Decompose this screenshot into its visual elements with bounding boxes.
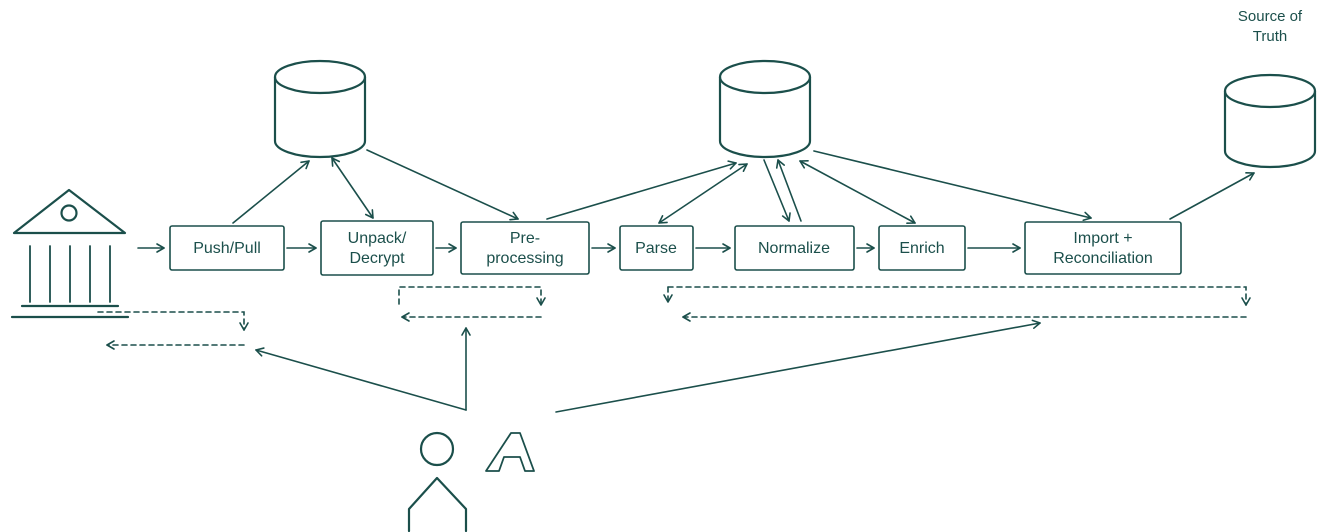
edge-import-to-db3 <box>1169 172 1255 220</box>
edge-db1-to-preprocessing <box>366 149 519 221</box>
database-body <box>1223 89 1317 169</box>
node-push-pull: Push/Pull <box>169 225 285 271</box>
database-top <box>718 59 812 95</box>
edge-feedback-preprocessing-out <box>398 286 546 306</box>
edge-db1-to-unpack <box>331 157 374 219</box>
bank-icon <box>10 188 130 319</box>
source-of-truth-label-line2: Truth <box>1253 28 1287 45</box>
node-label: Enrich <box>899 240 944 257</box>
person-head <box>419 431 455 467</box>
node-parse: Parse <box>619 225 694 271</box>
node-box <box>169 225 285 271</box>
node-label-line2: Decrypt <box>349 250 405 267</box>
edge-enrich-to-db2 <box>799 160 916 224</box>
database-body <box>273 75 367 159</box>
node-label: Normalize <box>758 240 830 257</box>
logo-a-outline <box>485 432 535 472</box>
node-label-line2: processing <box>486 250 563 267</box>
node-box <box>734 225 855 271</box>
flow-arrows <box>137 149 1255 253</box>
node-box <box>320 220 434 276</box>
operator-arrows <box>255 319 1041 413</box>
database-top <box>273 59 367 95</box>
logo-a-icon <box>485 432 535 472</box>
node-label-line1: Import + <box>1073 230 1132 247</box>
database-icon-processing <box>718 59 812 159</box>
node-box <box>619 225 694 271</box>
edge-person-to-bank-loop <box>255 347 467 411</box>
edge-normalize-to-db2 <box>775 159 802 222</box>
node-box <box>878 225 966 271</box>
node-label-line2: Reconciliation <box>1053 250 1153 267</box>
node-label: Parse <box>635 240 677 257</box>
bank-pediment <box>12 188 127 235</box>
node-import-reconciliation: Import + Reconciliation <box>1024 221 1182 275</box>
edge-pushpull-to-db1 <box>232 160 310 224</box>
bank-pediment-circle <box>60 204 78 222</box>
edge-feedback-bank-out <box>97 311 249 331</box>
database-icon-staging <box>273 59 367 159</box>
edge-parse-to-db2 <box>658 163 748 224</box>
node-label: Push/Pull <box>193 240 261 257</box>
node-unpack-decrypt: Unpack/ Decrypt <box>320 220 434 276</box>
source-of-truth-label-line1: Source of <box>1238 8 1303 25</box>
node-pre-processing: Pre- processing <box>460 221 590 275</box>
node-enrich: Enrich <box>878 225 966 271</box>
node-box <box>460 221 590 275</box>
node-label-line1: Pre- <box>510 230 540 247</box>
database-body <box>718 75 812 159</box>
person-body <box>407 476 468 532</box>
node-box <box>1024 221 1182 275</box>
node-normalize: Normalize <box>734 225 855 271</box>
edge-feedback-import-out <box>667 286 1251 306</box>
node-label-line1: Unpack/ <box>348 230 407 247</box>
database-top <box>1223 73 1317 109</box>
feedback-arrows <box>97 286 1251 350</box>
edge-person-to-import-loop <box>555 319 1041 413</box>
edge-db2-to-normalize <box>763 159 791 222</box>
database-icon-source-of-truth: Source of Truth <box>1223 8 1317 169</box>
edge-db2-to-import <box>813 150 1092 222</box>
person-icon <box>407 431 468 532</box>
